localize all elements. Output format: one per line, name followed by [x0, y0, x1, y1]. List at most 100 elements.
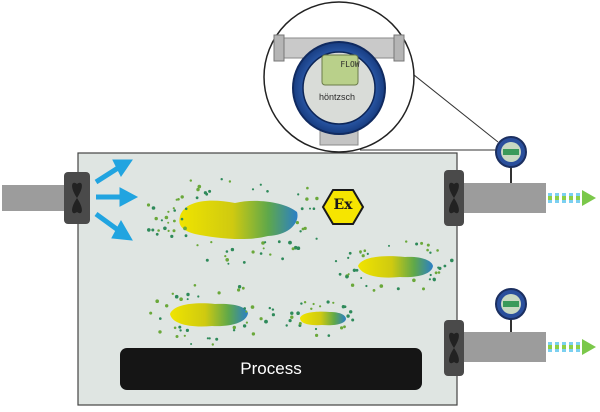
particle-dot	[310, 307, 313, 310]
particle-dot	[251, 188, 255, 191]
particle-dot	[352, 268, 357, 272]
particle-dot	[266, 190, 269, 193]
particle-dot	[366, 252, 369, 255]
particle-dot	[420, 241, 424, 245]
particle-dot	[437, 266, 440, 269]
particle-dot	[327, 334, 331, 337]
particle-dot	[215, 337, 219, 341]
particle-dot	[332, 301, 335, 304]
particle-dot	[291, 247, 295, 251]
particle-dot	[343, 325, 346, 329]
airflow-arrows	[94, 159, 139, 241]
particle-dot	[300, 207, 304, 211]
particle-dot	[167, 221, 170, 224]
particle-dot	[189, 179, 192, 182]
particle-dot	[211, 343, 214, 346]
particle-dot	[341, 305, 346, 309]
particle-dot	[170, 234, 174, 238]
particle-dot	[180, 217, 184, 221]
particle-dot	[450, 258, 454, 263]
particle-dot	[210, 241, 213, 244]
particle-cloud-large	[179, 200, 298, 240]
outlet-pipe-upper	[450, 183, 546, 213]
particle-dot	[259, 317, 263, 321]
particle-dot	[295, 221, 299, 225]
particle-dot	[242, 324, 247, 328]
particle-cloud-small	[300, 311, 346, 326]
particle-dot	[305, 197, 309, 201]
fan-icon	[444, 320, 464, 376]
particle-dot	[288, 240, 292, 245]
particle-dots	[146, 178, 454, 346]
particle-dot	[183, 226, 187, 231]
particle-dot	[281, 257, 284, 261]
particle-dot	[157, 229, 160, 232]
particle-dot	[319, 305, 322, 308]
particle-dot	[197, 295, 200, 298]
particle-dot	[225, 250, 229, 253]
particle-dot	[151, 228, 155, 232]
particle-dot	[285, 324, 288, 327]
particle-dot	[184, 234, 188, 238]
particle-dot	[196, 244, 199, 247]
particle-dot	[147, 228, 151, 232]
particle-dot	[359, 250, 362, 254]
particle-dot	[242, 261, 246, 264]
particle-dot	[271, 308, 275, 311]
particle-dot	[160, 219, 163, 222]
particle-dot	[203, 191, 207, 195]
particle-dot	[277, 240, 281, 244]
particle-dot	[388, 244, 390, 247]
particle-cloud-lower-left	[170, 303, 248, 327]
particle-dot	[262, 247, 265, 250]
particle-dot	[436, 249, 439, 252]
particle-dot	[193, 284, 197, 287]
particle-dot	[163, 226, 167, 231]
particle-dot	[347, 273, 350, 276]
particle-dot	[351, 318, 355, 322]
particle-dot	[245, 321, 248, 324]
particle-dot	[167, 210, 170, 213]
particle-dot	[426, 243, 430, 247]
gauge-icon	[495, 288, 527, 332]
particle-dot	[288, 319, 292, 323]
transmitter-callout	[263, 1, 415, 153]
particle-dot	[205, 258, 209, 262]
particle-dot	[155, 299, 159, 304]
particle-cloud-right	[358, 256, 433, 278]
particle-dot	[271, 313, 275, 317]
particle-dot	[315, 333, 319, 337]
particle-dot	[251, 250, 255, 254]
particle-dot	[303, 226, 307, 230]
particle-dot	[167, 229, 170, 232]
particle-dot	[298, 322, 302, 325]
particle-dot	[350, 283, 355, 287]
particle-dot	[164, 215, 169, 220]
particle-dot	[428, 278, 431, 281]
particle-dot	[230, 247, 235, 252]
particle-dot	[346, 314, 350, 318]
particle-dot	[437, 271, 441, 274]
particle-dot	[297, 193, 300, 196]
particle-dot	[186, 298, 189, 301]
particle-dot	[300, 302, 303, 305]
particle-dot	[225, 258, 229, 262]
particle-dot	[306, 186, 309, 190]
outlet-pipe-lower	[450, 332, 546, 362]
particle-dot	[405, 240, 408, 243]
particle-dot	[237, 288, 241, 292]
particle-dot	[361, 254, 365, 258]
particle-dot	[360, 277, 363, 279]
particle-dot	[146, 203, 151, 207]
particle-dot	[184, 207, 188, 211]
particle-dot	[429, 251, 432, 254]
particle-dot	[432, 277, 436, 281]
particle-dot	[365, 284, 368, 288]
particle-dot	[175, 335, 179, 338]
particle-dot	[149, 311, 153, 315]
particle-dot	[340, 326, 344, 330]
particle-dot	[172, 229, 176, 233]
particle-dot	[241, 286, 245, 290]
particle-dot	[334, 260, 338, 263]
particle-dot	[293, 245, 298, 250]
